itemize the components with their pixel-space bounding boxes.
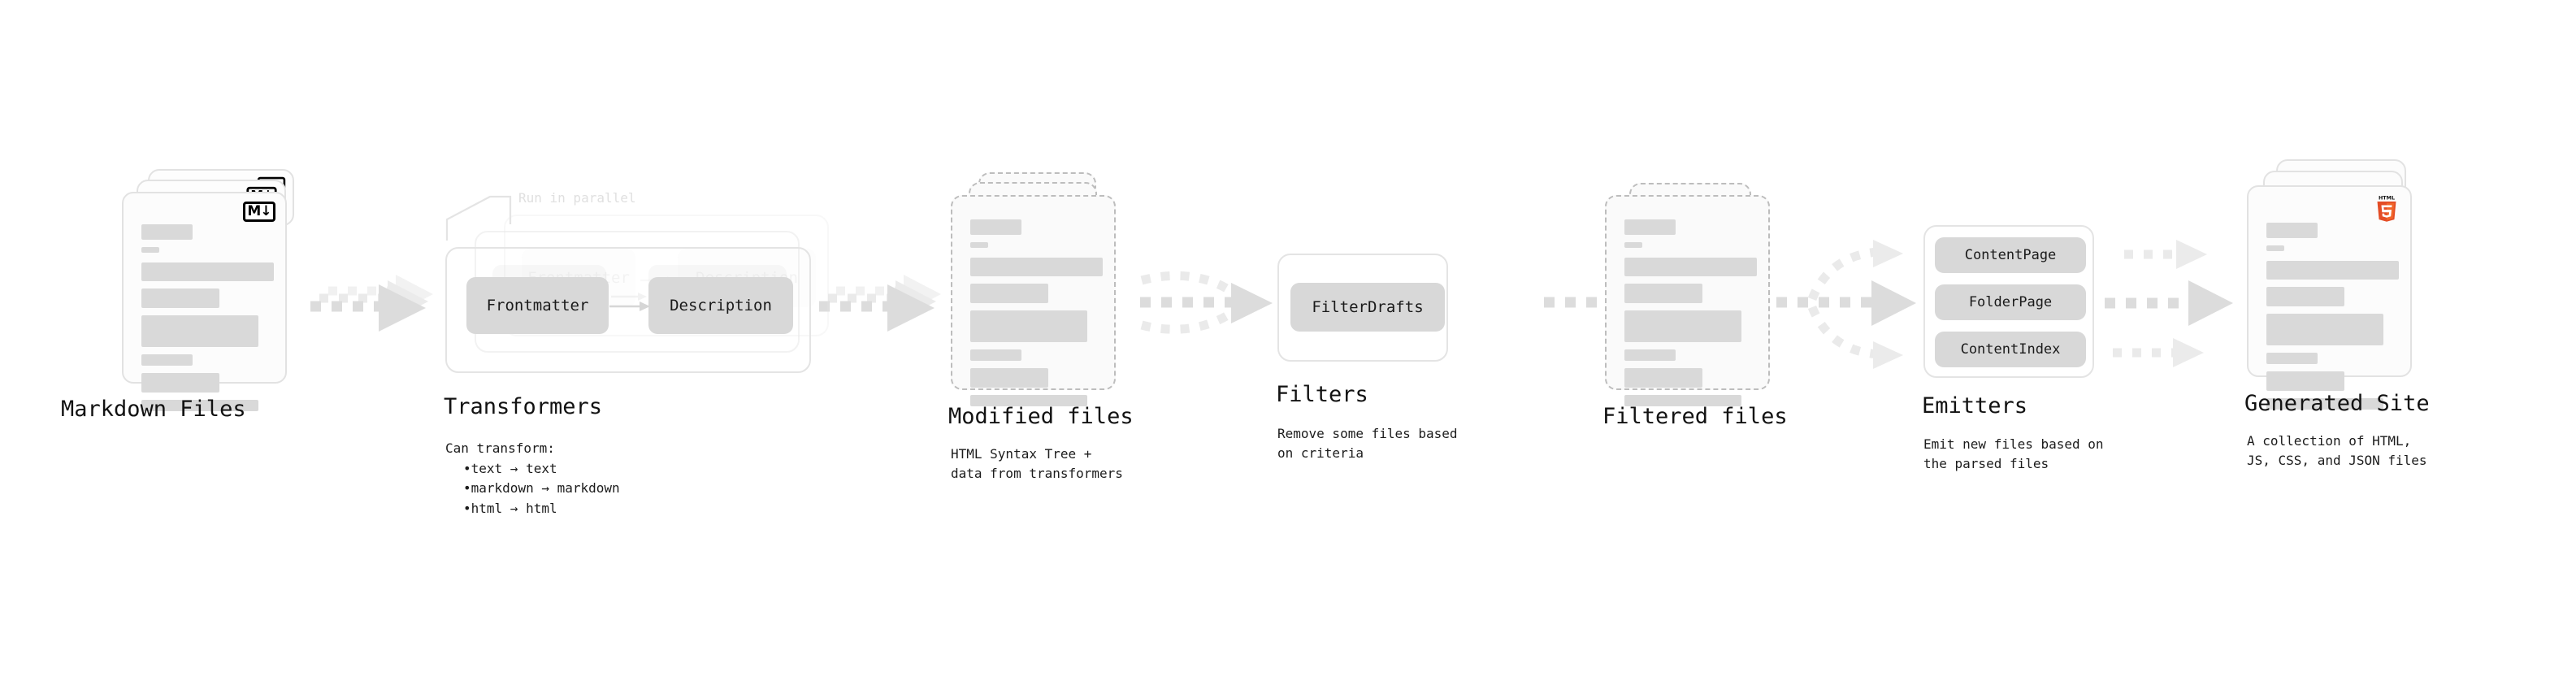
content-bar <box>2266 371 2344 391</box>
content-bar <box>141 224 193 240</box>
content-bar <box>2266 353 2318 364</box>
content-bar <box>970 242 988 248</box>
stage-emitters: ContentPage FolderPage ContentIndex Emit… <box>1922 225 2151 471</box>
content-bar <box>141 247 159 253</box>
content-bar <box>1624 310 1741 342</box>
stage-title-modified-files: Modified files <box>948 404 1134 429</box>
generated-site-subtitle: A collection of HTML, JS, CSS, and JSON … <box>2247 433 2427 469</box>
stage-modified-files: Modified files HTML Syntax Tree + data f… <box>948 172 1154 481</box>
content-bar <box>1624 349 1676 361</box>
content-bar <box>2266 261 2399 280</box>
html5-badge: HTML <box>2377 195 2396 222</box>
content-bar <box>970 349 1021 361</box>
filters-subtitle: Remove some files based on criteria <box>1277 426 1458 462</box>
content-bar <box>141 373 219 393</box>
transformer-panel-front[interactable]: Frontmatter Description <box>445 247 811 373</box>
transformers-bullet: text → text <box>463 459 620 479</box>
transformer-pill-frontmatter[interactable]: Frontmatter <box>466 277 609 334</box>
site-card-front[interactable]: HTML <box>2247 185 2412 410</box>
transformers-bullet: markdown → markdown <box>463 479 620 498</box>
content-bar <box>2266 314 2383 345</box>
run-in-parallel-label: Run in parallel <box>518 190 636 206</box>
stage-title-markdown-files: Markdown Files <box>61 397 246 422</box>
content-bar <box>141 315 258 347</box>
stage-filtered-files: Filtered files <box>1602 183 1808 429</box>
run-in-parallel-brace <box>445 195 512 241</box>
filters-pill-filterdrafts[interactable]: FilterDrafts <box>1290 283 1445 332</box>
transformers-subtitle-intro: Can transform: <box>445 440 555 456</box>
arrow-markdown-to-transformers <box>310 275 433 332</box>
stage-title-filtered-files: Filtered files <box>1602 404 1788 429</box>
transformer-inner-arrow <box>609 301 650 311</box>
markdown-card-content <box>141 224 274 419</box>
stage-title-generated-site: Generated Site <box>2244 391 2430 416</box>
stage-title-emitters: Emitters <box>1922 393 2028 419</box>
content-bar <box>1624 368 1702 388</box>
emitters-panel[interactable]: ContentPage FolderPage ContentIndex <box>1923 225 2094 378</box>
content-bar <box>141 288 219 308</box>
markdown-badge: M↓ <box>243 202 275 222</box>
stage-transformers: Run in parallel Frontmatter Description … <box>444 190 852 516</box>
content-bar <box>1624 219 1676 235</box>
modified-card-front[interactable] <box>951 195 1116 406</box>
content-bar <box>970 219 1021 235</box>
content-bar <box>970 310 1087 342</box>
stage-generated-site: CSS HTML Generated Site <box>2244 159 2458 468</box>
emitters-pill-folderpage[interactable]: FolderPage <box>1935 284 2086 320</box>
content-bar <box>1624 284 1702 303</box>
modified-card-content <box>970 219 1103 414</box>
transformers-bullets: text → text markdown → markdown html → h… <box>463 459 620 518</box>
content-bar <box>1624 258 1757 276</box>
arrow-modified-to-filters <box>1140 271 1273 334</box>
content-bar <box>141 400 258 411</box>
filtered-card-front[interactable] <box>1605 195 1770 406</box>
stage-title-filters: Filters <box>1276 382 1368 407</box>
content-bar <box>2266 287 2344 306</box>
emitters-pill-contentindex[interactable]: ContentIndex <box>1935 332 2086 367</box>
content-bar <box>970 368 1048 388</box>
markdown-card-front[interactable]: M↓ <box>122 192 287 411</box>
svg-text:HTML: HTML <box>2379 195 2395 201</box>
transformers-bullet: html → html <box>463 499 620 518</box>
transformer-pill-description[interactable]: Description <box>648 277 793 334</box>
modified-files-subtitle: HTML Syntax Tree + data from transformer… <box>951 446 1123 482</box>
emitters-subtitle: Emit new files based on the parsed files <box>1923 436 2104 472</box>
filters-panel[interactable]: FilterDrafts <box>1277 254 1448 362</box>
content-bar <box>970 258 1103 276</box>
filtered-card-content <box>1624 219 1757 414</box>
content-bar <box>1624 395 1741 406</box>
content-bar <box>2266 398 2383 410</box>
site-card-content <box>2266 223 2399 417</box>
stage-title-transformers: Transformers <box>444 394 603 419</box>
content-bar <box>2266 223 2318 238</box>
emitters-pill-contentpage[interactable]: ContentPage <box>1935 237 2086 273</box>
stage-markdown-files: M↓ M↓ M↓ Markdown Files <box>61 169 309 422</box>
stage-filters: FilterDrafts Filters Remove some files b… <box>1276 254 1489 461</box>
content-bar <box>141 262 274 281</box>
content-bar <box>141 354 193 366</box>
content-bar <box>1624 242 1642 248</box>
content-bar <box>970 395 1087 406</box>
content-bar <box>2266 245 2284 251</box>
content-bar <box>970 284 1048 303</box>
